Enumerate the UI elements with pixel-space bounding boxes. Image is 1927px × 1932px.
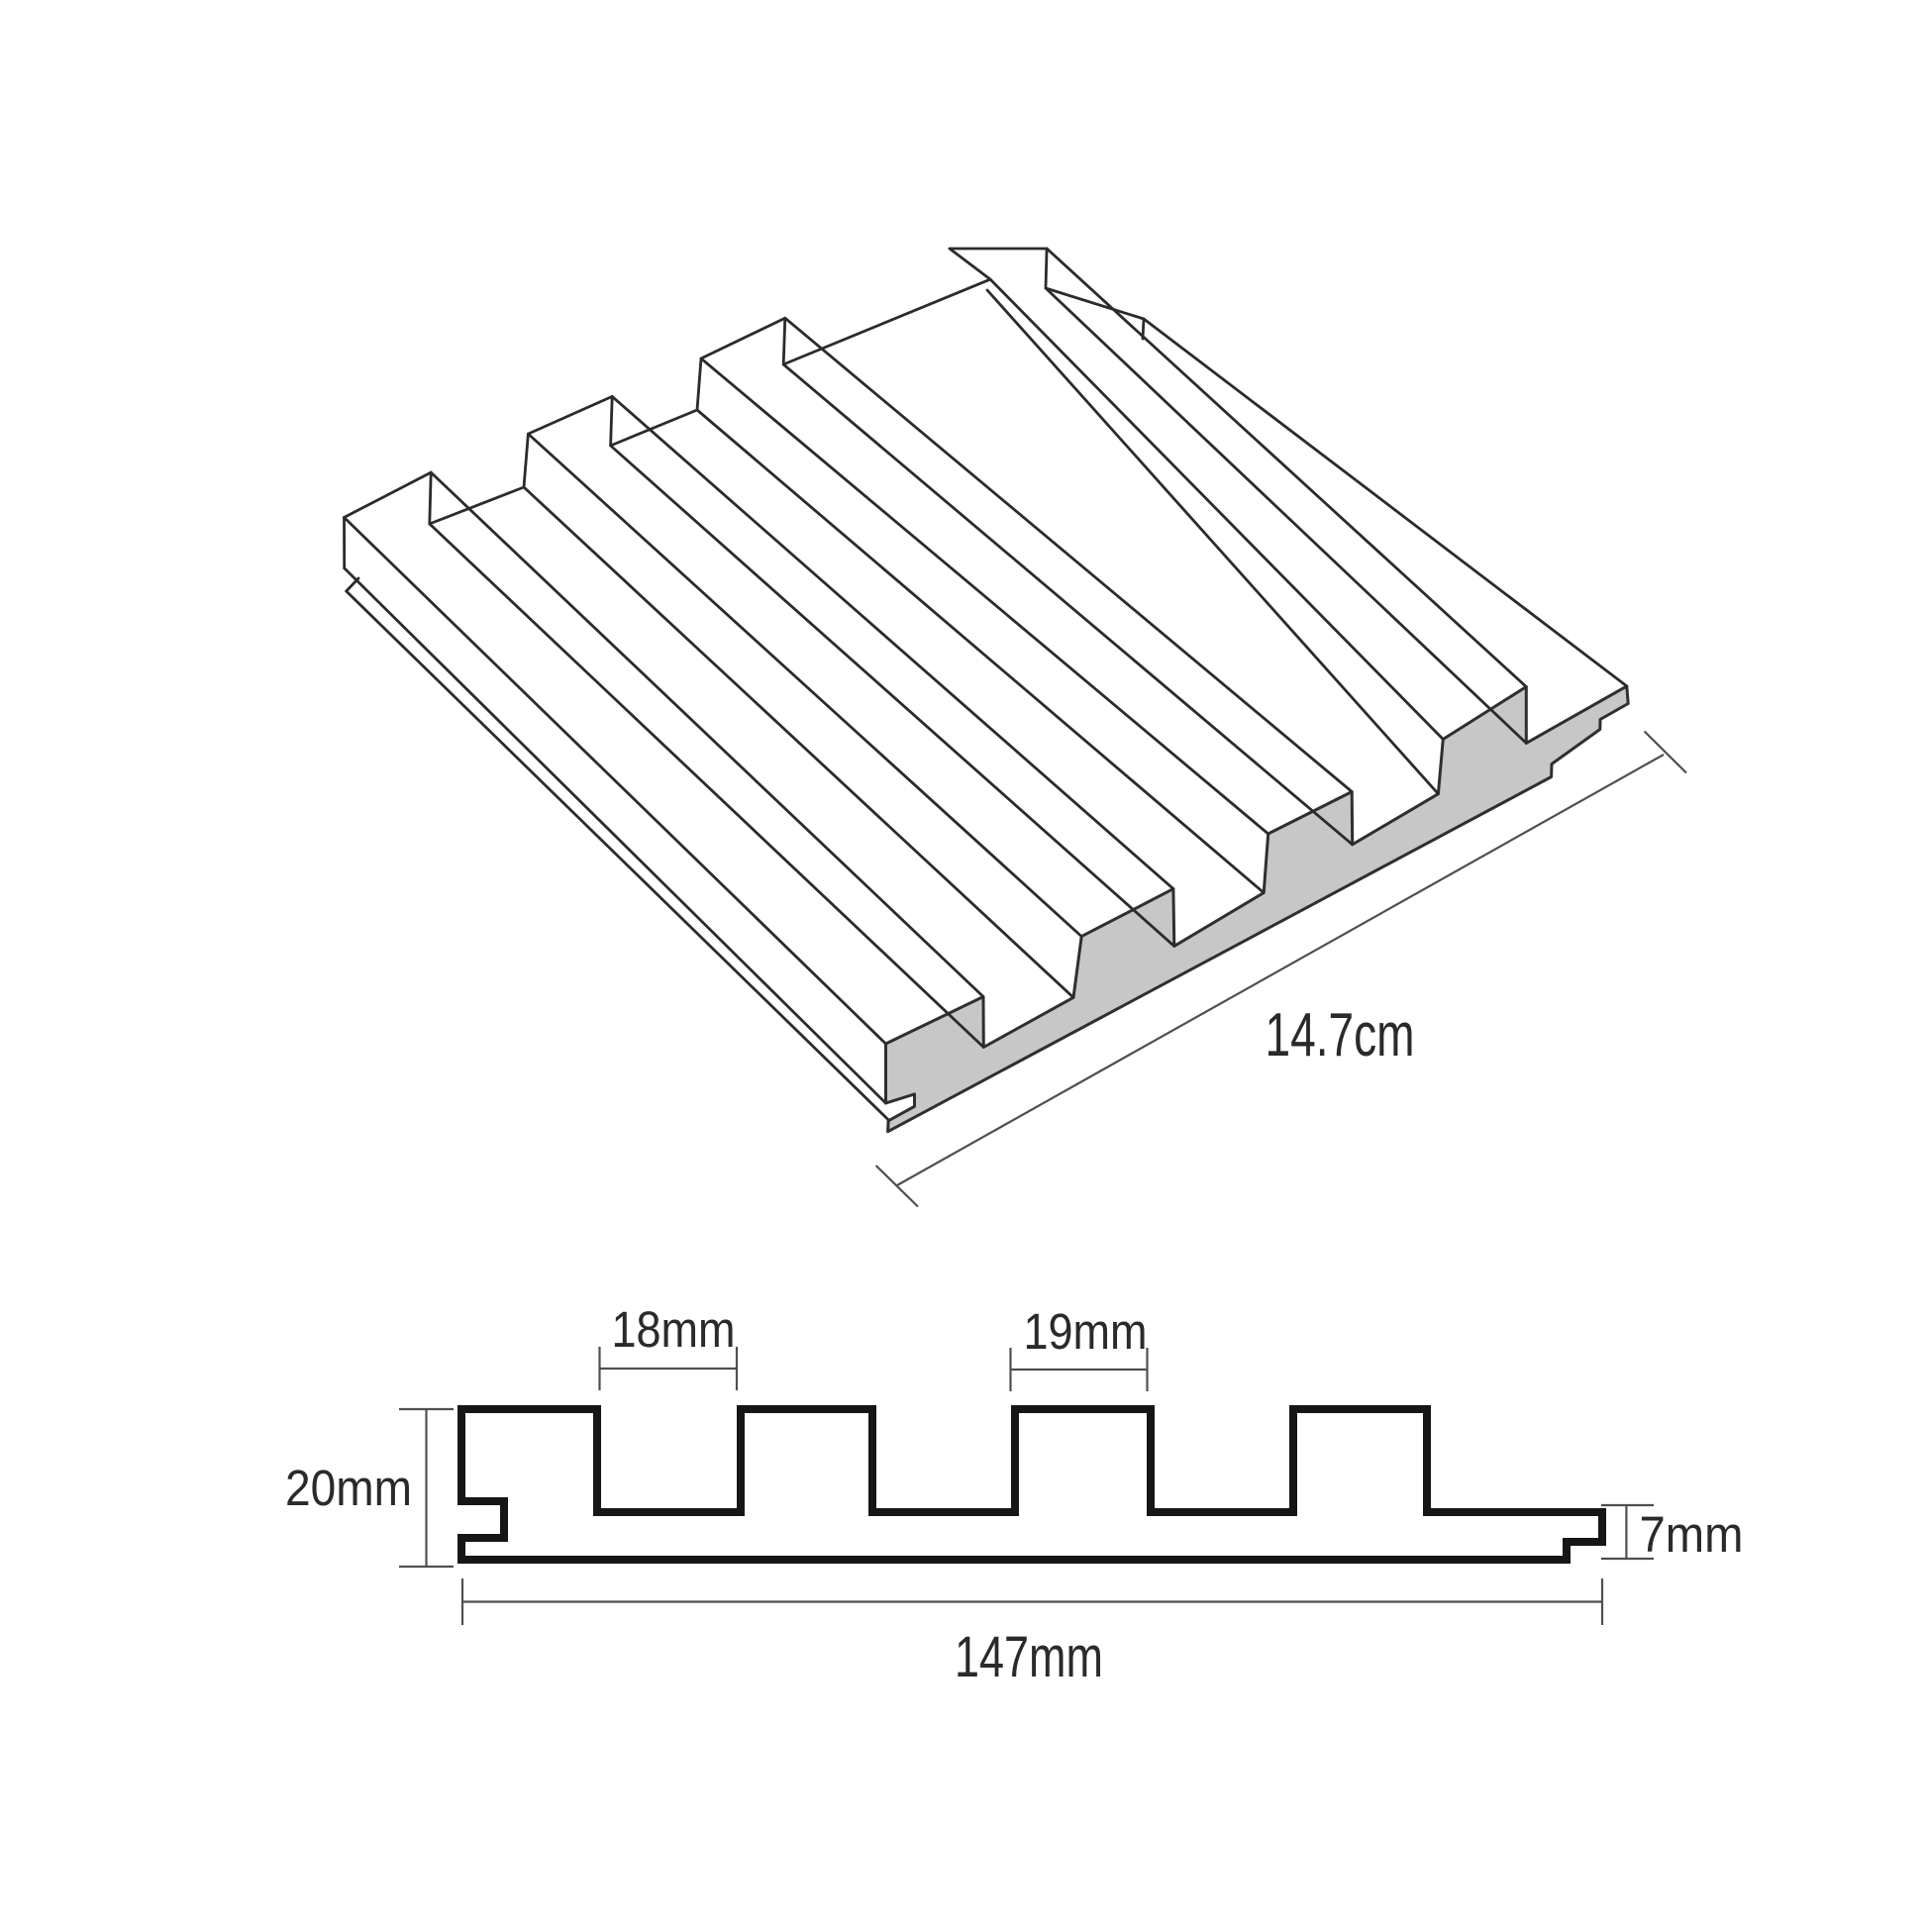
svg-text:18mm: 18mm <box>612 1301 736 1358</box>
svg-text:20mm: 20mm <box>285 1460 412 1516</box>
svg-text:14.7cm: 14.7cm <box>1266 1001 1415 1069</box>
svg-text:19mm: 19mm <box>1024 1303 1148 1360</box>
svg-text:147mm: 147mm <box>955 1625 1103 1689</box>
svg-text:7mm: 7mm <box>1640 1506 1744 1563</box>
